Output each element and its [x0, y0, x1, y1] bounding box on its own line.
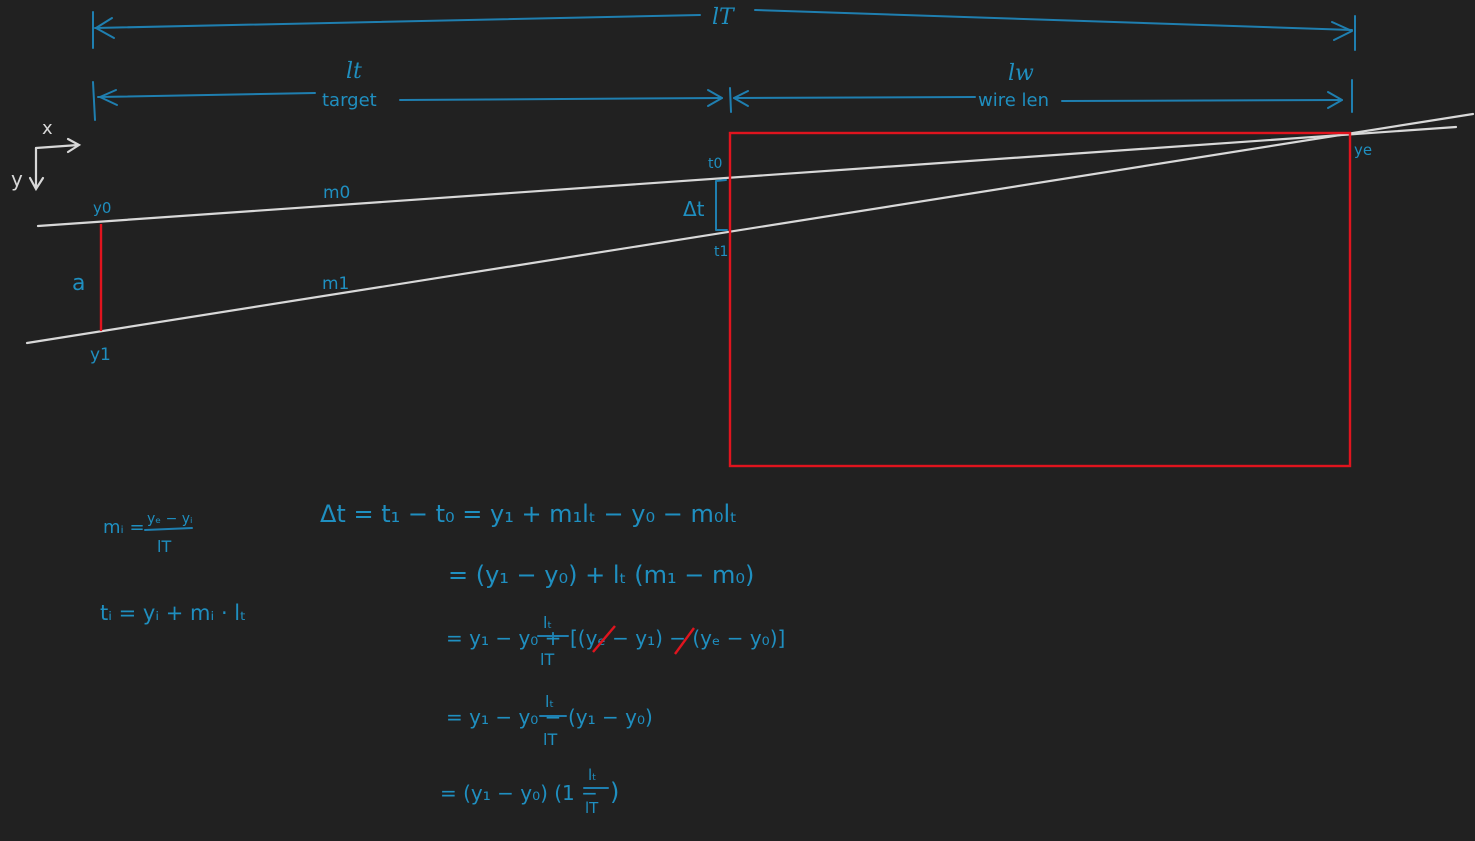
svg-text:lₜ: lₜ [543, 613, 552, 632]
svg-text:lT: lT [543, 730, 557, 749]
svg-text:[(yₑ − y₁) − (yₑ − y₀)]: [(yₑ − y₁) − (yₑ − y₀)] [570, 626, 785, 650]
target-label: target [322, 90, 377, 111]
ye-label: ye [1354, 141, 1372, 159]
t0-label: t0 [708, 156, 722, 172]
beam-line-m0 [36, 125, 1458, 228]
t1-label: t1 [714, 244, 728, 260]
y-axis-label: y [11, 167, 23, 191]
beam-line-m1 [25, 112, 1475, 345]
y1-label: y1 [90, 345, 111, 365]
lT-dimension: lT [92, 5, 1356, 51]
svg-text:lₜ: lₜ [588, 766, 597, 784]
lT-label: lT [712, 5, 736, 30]
svg-text:(y₁ − y₀): (y₁ − y₀) [568, 705, 653, 729]
slope-equation: mᵢ = yₑ − yᵢ lT [103, 511, 193, 556]
ti-equation: tᵢ = yᵢ + mᵢ · lₜ [100, 601, 246, 625]
lt-label: lt [346, 59, 362, 84]
svg-text:lₜ: lₜ [545, 692, 554, 711]
delta-t-bracket [715, 179, 728, 231]
coordinate-axes: x y [11, 118, 82, 192]
dt-line-2: = (y₁ − y₀) + lₜ (m₁ − m₀) [448, 561, 754, 589]
mi-fraction-bar [144, 527, 193, 531]
lw-label: lw [1008, 61, 1034, 86]
x-axis-label: x [42, 118, 53, 139]
svg-text:= (y₁ − y₀) (1 −: = (y₁ − y₀) (1 − [440, 781, 598, 805]
m1-label: m1 [322, 274, 349, 294]
delta-t-label: Δt [683, 197, 705, 221]
lw-dimension: lw wire len [729, 61, 1353, 113]
dt-line-1: Δt = t₁ − t₀ = y₁ + m₁lₜ − y₀ − m₀lₜ [320, 500, 737, 528]
svg-text:= y₁ − y₀ +: = y₁ − y₀ + [446, 626, 561, 650]
m0-label: m0 [323, 183, 350, 203]
wire-len-label: wire len [978, 90, 1049, 111]
svg-text:lT: lT [540, 650, 554, 669]
svg-text:): ) [610, 778, 619, 806]
dt-line-5: = (y₁ − y₀) (1 − lₜ lT ) [440, 766, 619, 817]
mi-lhs: mᵢ = [103, 517, 145, 538]
a-label: a [72, 271, 85, 296]
mi-numerator: yₑ − yᵢ [147, 511, 193, 527]
dt-line-3: = y₁ − y₀ + lₜ lT [(yₑ − y₁) − (yₑ − y₀)… [446, 613, 785, 669]
cancel-mark-1 [592, 625, 616, 653]
mi-denominator: lT [157, 537, 171, 556]
svg-text:lT: lT [585, 799, 599, 817]
dt-line-4: = y₁ − y₀ − lₜ lT (y₁ − y₀) [446, 692, 653, 749]
lt-dimension: lt target [92, 59, 723, 121]
wire-region-rect [728, 131, 1352, 468]
y0-label: y0 [93, 199, 111, 217]
cancel-mark-2 [674, 627, 695, 655]
